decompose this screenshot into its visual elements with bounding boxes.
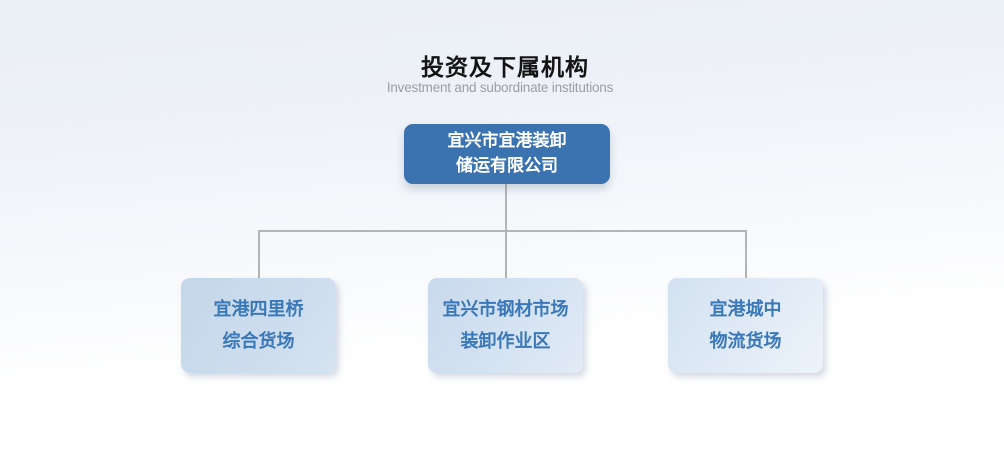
org-node-child-2-line1: 宜兴市钢材市场	[442, 299, 569, 319]
page-title: 投资及下属机构	[421, 54, 589, 80]
page-subtitle: Investment and subordinate institutions	[386, 80, 614, 95]
org-node-root-line2: 储运有限公司	[456, 156, 558, 175]
connector-drop-middle	[505, 230, 507, 278]
org-node-child-3-line2: 物流货场	[709, 330, 782, 351]
org-node-root: 宜兴市宜港装卸 储运有限公司	[404, 124, 610, 184]
org-node-child-2: 宜兴市钢材市场 装卸作业区	[428, 278, 583, 373]
org-node-child-3-line1: 宜港城中	[709, 299, 782, 319]
org-node-root-line1: 宜兴市宜港装卸	[447, 131, 567, 151]
connector-drop-left	[258, 230, 260, 278]
connector-drop-right	[745, 230, 747, 278]
connector-root-stem	[505, 184, 507, 232]
org-node-child-1-line1: 宜港四里桥	[213, 299, 304, 319]
org-node-child-1: 宜港四里桥 综合货场	[181, 278, 336, 373]
org-node-child-1-line2: 综合货场	[222, 330, 295, 351]
org-node-child-3: 宜港城中 物流货场	[668, 278, 823, 373]
connector-horizontal	[258, 230, 747, 232]
org-node-child-2-line2: 装卸作业区	[460, 330, 551, 351]
